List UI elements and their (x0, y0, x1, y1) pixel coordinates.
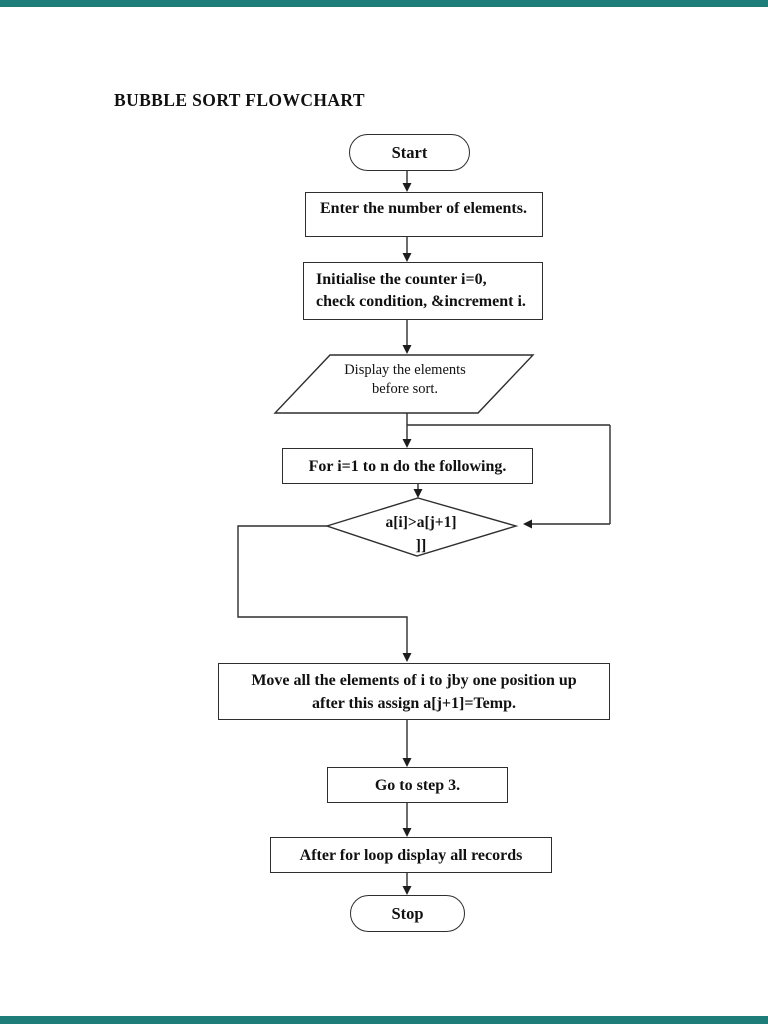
connector-decision-move (237, 525, 408, 654)
arrowhead-icon (402, 653, 412, 662)
node-after-label: After for loop display all records (299, 846, 523, 864)
node-move-elements: Move all the elements of i to jby one po… (218, 663, 610, 720)
node-goto-step3: Go to step 3. (327, 767, 508, 803)
node-display-line1: Display the elements (344, 362, 466, 378)
node-init-line1: Initialise the counter i=0, (316, 271, 487, 288)
node-init-line2: check condition, &increment i. (316, 293, 526, 310)
arrowhead-icon (402, 253, 412, 262)
flowchart-connectors (237, 171, 611, 887)
arrowhead-icon (402, 758, 412, 767)
node-enter-label: Enter the number of elements. (320, 200, 527, 217)
display-parallelogram (273, 354, 535, 414)
node-enter-elements: Enter the number of elements. (305, 192, 543, 237)
bottom-accent-bar (0, 1016, 768, 1024)
arrowhead-icon (402, 439, 412, 448)
arrowhead-icon (402, 828, 412, 837)
arrowheads (402, 183, 532, 895)
arrowhead-icon (402, 183, 412, 192)
node-move-line2: after this assign a[j+1]=Temp. (311, 695, 516, 712)
arrowhead-icon (523, 519, 532, 529)
node-display-line2: before sort. (371, 381, 439, 397)
node-for-loop: For i=1 to n do the following. (282, 448, 533, 484)
node-start: Start (349, 134, 470, 171)
page-title: BUBBLE SORT FLOWCHART (114, 90, 365, 110)
node-decision-compare: a[i]>a[j+1] ]] (346, 512, 496, 556)
decision-diamond (324, 497, 519, 557)
arrowhead-icon (413, 489, 423, 498)
node-stop: Stop (350, 895, 465, 932)
node-decision-line2: ]] (415, 537, 427, 554)
node-goto-label: Go to step 3. (374, 776, 461, 794)
node-initialise-counter: Initialise the counter i=0, check condit… (303, 262, 543, 320)
node-move-line1: Move all the elements of i to jby one po… (251, 672, 577, 689)
node-start-label: Start (391, 143, 428, 162)
flowchart-shapes (273, 354, 535, 557)
node-for-label: For i=1 to n do the following. (308, 457, 507, 475)
arrowhead-icon (402, 886, 412, 895)
arrowhead-icon (402, 345, 412, 354)
node-decision-line1: a[i]>a[j+1] (385, 514, 457, 531)
node-stop-label: Stop (391, 904, 424, 923)
node-display-before-sort: Display the elements before sort. (320, 361, 490, 399)
node-after-loop-display: After for loop display all records (270, 837, 552, 873)
top-accent-bar (0, 0, 768, 7)
